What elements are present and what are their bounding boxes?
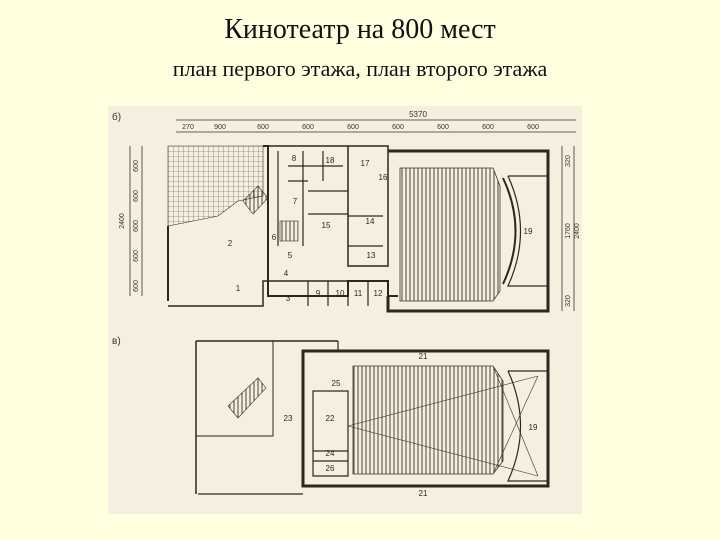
first-floor-stairs bbox=[242, 185, 299, 242]
room-number: 10 bbox=[336, 289, 345, 298]
auditorium-seating bbox=[399, 167, 501, 302]
room-number: 18 bbox=[326, 156, 335, 165]
dimension-label-left: 600 bbox=[133, 280, 140, 292]
dimension-label-top: 600 bbox=[392, 124, 404, 131]
dimension-label-left: 600 bbox=[133, 160, 140, 172]
room-number: 6 bbox=[272, 233, 277, 242]
room-number: 5 bbox=[288, 251, 293, 260]
second-floor-walls bbox=[195, 340, 550, 495]
room-number: 19 bbox=[524, 227, 533, 236]
room-number: 23 bbox=[284, 414, 293, 423]
room-number: 17 bbox=[361, 159, 370, 168]
dimension-label-left: 600 bbox=[133, 190, 140, 202]
room-number: 21 bbox=[419, 352, 428, 361]
dimension-label-top: 600 bbox=[527, 124, 539, 131]
projection-lines bbox=[347, 365, 539, 477]
dimension-label-top: 900 bbox=[214, 124, 226, 131]
dimension-chain-top bbox=[176, 119, 576, 133]
room-number: 4 bbox=[284, 269, 289, 278]
dimension-label-top: 270 bbox=[182, 124, 194, 131]
dimension-label-left: 600 bbox=[133, 220, 140, 232]
dimension-chain-left bbox=[129, 146, 143, 296]
dimension-chain-right bbox=[561, 146, 575, 311]
floor-plans-drawing: б) в) 5370 270 900 600 600 600 600 600 600 600 2… bbox=[108, 106, 582, 514]
dimension-label-right: 320 bbox=[565, 155, 572, 167]
dimension-label-right: 320 bbox=[565, 295, 572, 307]
dimension-label-top: 600 bbox=[482, 124, 494, 131]
room-number: 19 bbox=[529, 423, 538, 432]
first-floor-plan bbox=[167, 145, 550, 313]
room-number: 3 bbox=[286, 294, 291, 303]
screen-curve bbox=[502, 177, 517, 285]
room-number: 15 bbox=[322, 221, 331, 230]
dimension-labels-top: 270 900 600 600 600 600 600 600 600 bbox=[182, 124, 539, 131]
room-number: 1 bbox=[236, 284, 241, 293]
balcony-seating bbox=[352, 365, 504, 475]
dimension-labels-right: 320 1760 320 bbox=[565, 155, 572, 307]
dimension-total: 5370 bbox=[409, 110, 427, 119]
room-number: 22 bbox=[326, 414, 335, 423]
room-number: 8 bbox=[292, 154, 297, 163]
room-numbers-second-floor: 19 21 21 22 23 24 25 26 bbox=[284, 352, 538, 498]
room-number: 24 bbox=[326, 449, 335, 458]
room-number: 13 bbox=[367, 251, 376, 260]
second-floor-plan bbox=[195, 340, 550, 495]
dimension-label-top: 600 bbox=[302, 124, 314, 131]
dimension-left-total: 2400 bbox=[119, 213, 126, 229]
first-floor-walls bbox=[167, 145, 550, 313]
room-number: 26 bbox=[326, 464, 335, 473]
stage-second-floor bbox=[507, 370, 549, 482]
room-number: 14 bbox=[366, 217, 375, 226]
label-first-floor: б) bbox=[112, 111, 121, 123]
dimension-label-right: 1760 bbox=[565, 223, 572, 239]
dimension-label-top: 600 bbox=[347, 124, 359, 131]
room-number: 12 bbox=[374, 289, 383, 298]
stage bbox=[507, 175, 549, 287]
page-title: Кинотеатр на 800 мест bbox=[224, 14, 496, 45]
dimension-label-top: 600 bbox=[257, 124, 269, 131]
room-number: 7 bbox=[293, 197, 298, 206]
dimension-label-top: 600 bbox=[437, 124, 449, 131]
room-number: 16 bbox=[379, 173, 388, 182]
second-floor-stairs bbox=[227, 377, 267, 419]
label-second-floor: в) bbox=[112, 336, 121, 347]
room-number: 11 bbox=[354, 289, 363, 298]
page-subtitle: план первого этажа, план второго этажа bbox=[172, 56, 548, 81]
room-number: 9 bbox=[316, 289, 321, 298]
dimension-label-left: 600 bbox=[133, 250, 140, 262]
room-number: 2 bbox=[228, 239, 233, 248]
room-number: 25 bbox=[332, 379, 341, 388]
room-number: 21 bbox=[419, 489, 428, 498]
dimension-labels-left: 600 600 600 600 600 bbox=[133, 160, 140, 292]
dimension-right-total: 2400 bbox=[574, 223, 581, 239]
